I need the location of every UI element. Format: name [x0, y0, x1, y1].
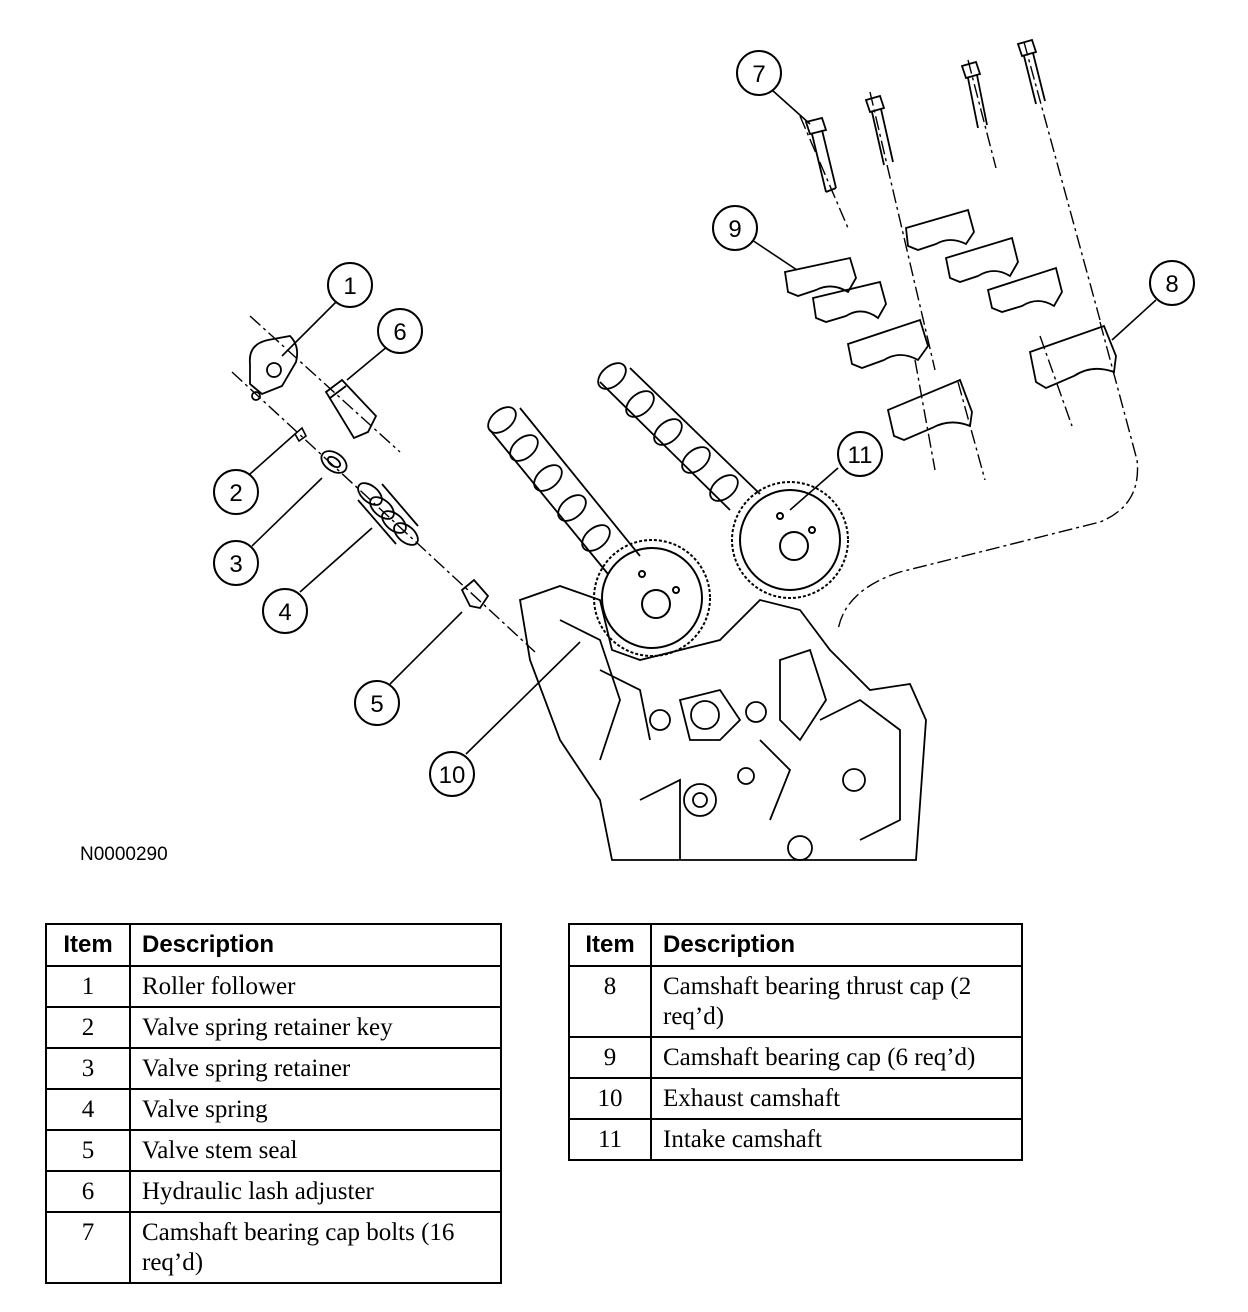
- svg-text:10: 10: [439, 762, 466, 789]
- item-number: 8: [568, 965, 652, 1038]
- svg-text:1: 1: [343, 273, 356, 300]
- camshaft-bearing-cap-bolts: [804, 38, 1046, 193]
- callout-11: 11: [837, 431, 883, 477]
- table-row: 6 Hydraulic lash adjuster: [45, 1170, 502, 1213]
- cylinder-head: [518, 585, 927, 861]
- header-item: Item: [568, 923, 652, 967]
- valve-spring-retainer-key: [293, 426, 308, 443]
- item-description: Camshaft bearing thrust cap (2 req’d): [650, 965, 1023, 1038]
- callout-7: 7: [736, 50, 782, 96]
- exhaust-cam-sprocket: [593, 539, 711, 657]
- exhaust-camshaft: [487, 406, 641, 575]
- callout-5: 5: [354, 680, 400, 726]
- svg-text:8: 8: [1165, 271, 1178, 298]
- camshaft-bearing-thrust-caps: [886, 324, 1117, 441]
- valve-stem-seal: [460, 578, 490, 610]
- table-row: 11 Intake camshaft: [568, 1118, 1023, 1161]
- item-description: Valve spring: [129, 1088, 502, 1131]
- table-row: 7 Camshaft bearing cap bolts (16 req’d): [45, 1211, 502, 1284]
- table-row: 8 Camshaft bearing thrust cap (2 req’d): [568, 965, 1023, 1038]
- table-row: 1 Roller follower: [45, 965, 502, 1008]
- svg-text:2: 2: [229, 480, 242, 507]
- header-item: Item: [45, 923, 131, 967]
- table-row: 5 Valve stem seal: [45, 1129, 502, 1172]
- callout-8: 8: [1149, 260, 1195, 306]
- intake-camshaft: [597, 362, 761, 511]
- legend-table-right: Item Description 8 Camshaft bearing thru…: [568, 923, 1023, 1161]
- svg-text:5: 5: [370, 691, 383, 718]
- callout-leaders: [249, 89, 1157, 755]
- callout-4: 4: [262, 588, 308, 634]
- header-description: Description: [650, 923, 1023, 967]
- roller-follower: [248, 335, 299, 401]
- svg-text:9: 9: [728, 216, 741, 243]
- item-number: 1: [45, 965, 131, 1008]
- intake-cam-sprocket: [731, 481, 849, 599]
- item-description: Valve spring retainer key: [129, 1006, 502, 1049]
- table-row: 4 Valve spring: [45, 1088, 502, 1131]
- svg-text:7: 7: [752, 61, 765, 88]
- figure-id: N0000290: [80, 844, 168, 865]
- callout-1: 1: [327, 262, 373, 308]
- callout-9: 9: [712, 205, 758, 251]
- item-number: 2: [45, 1006, 131, 1049]
- callout-2: 2: [213, 469, 259, 515]
- callout-10: 10: [429, 751, 475, 797]
- legend-table-left: Item Description 1 Roller follower 2 Val…: [45, 923, 502, 1284]
- svg-text:3: 3: [229, 551, 242, 578]
- table-row: 10 Exhaust camshaft: [568, 1077, 1023, 1120]
- table-row: 9 Camshaft bearing cap (6 req’d): [568, 1036, 1023, 1079]
- hydraulic-lash-adjuster: [324, 378, 378, 440]
- exploded-view-diagram: 1 6 2 3 4 5 10 7: [213, 38, 1195, 861]
- svg-text:11: 11: [848, 442, 873, 469]
- svg-text:4: 4: [278, 599, 291, 626]
- callout-3: 3: [213, 540, 259, 586]
- item-description: Camshaft bearing cap bolts (16 req’d): [129, 1211, 502, 1284]
- item-number: 11: [568, 1118, 652, 1161]
- table-row: 3 Valve spring retainer: [45, 1047, 502, 1090]
- callouts: 1 6 2 3 4 5 10 7: [213, 50, 1195, 797]
- header-description: Description: [129, 923, 502, 967]
- item-description: Valve spring retainer: [129, 1047, 502, 1090]
- valve-spring-retainer: [320, 450, 348, 474]
- item-number: 9: [568, 1036, 652, 1079]
- item-number: 4: [45, 1088, 131, 1131]
- legend-header-row: Item Description: [45, 923, 502, 967]
- item-description: Exhaust camshaft: [650, 1077, 1023, 1120]
- item-number: 3: [45, 1047, 131, 1090]
- item-description: Intake camshaft: [650, 1118, 1023, 1161]
- table-row: 2 Valve spring retainer key: [45, 1006, 502, 1049]
- svg-text:6: 6: [393, 319, 406, 346]
- item-number: 5: [45, 1129, 131, 1172]
- item-description: Roller follower: [129, 965, 502, 1008]
- callout-6: 6: [377, 308, 423, 354]
- item-description: Camshaft bearing cap (6 req’d): [650, 1036, 1023, 1079]
- legend-header-row: Item Description: [568, 923, 1023, 967]
- item-number: 6: [45, 1170, 131, 1213]
- item-description: Hydraulic lash adjuster: [129, 1170, 502, 1213]
- camshaft-bearing-caps: [783, 208, 1063, 369]
- centerlines: [231, 41, 1139, 653]
- item-number: 10: [568, 1077, 652, 1120]
- valve-spring: [357, 482, 419, 546]
- item-number: 7: [45, 1211, 131, 1284]
- item-description: Valve stem seal: [129, 1129, 502, 1172]
